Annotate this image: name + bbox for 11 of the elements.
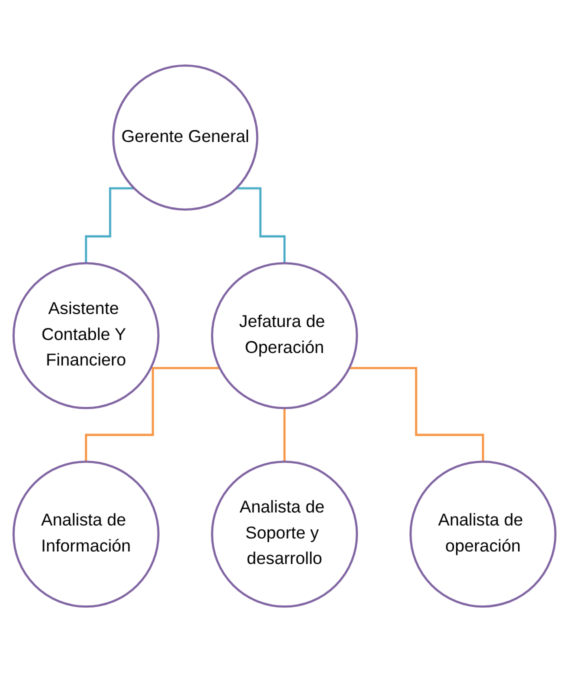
node-circle: Gerente General xyxy=(112,64,258,212)
node-circle: Jefatura de Operación xyxy=(211,262,358,410)
node-circle: Analista de operación xyxy=(410,461,556,608)
connector xyxy=(283,407,286,464)
connector xyxy=(84,367,220,464)
node-circle: Analista de Información xyxy=(12,461,160,608)
connector xyxy=(84,188,134,265)
connector xyxy=(349,367,484,464)
connector xyxy=(236,188,286,265)
node-circle: Asistente Contable Y Financiero xyxy=(12,262,160,410)
node-circle: Analista de Soporte y desarrollo xyxy=(211,461,358,608)
